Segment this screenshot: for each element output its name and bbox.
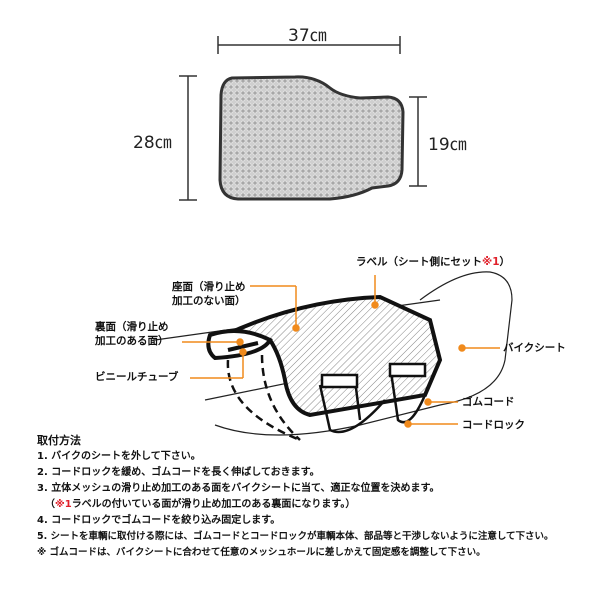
seat-cover: [217, 294, 443, 418]
note: ※ ゴムコードは、バイクシートに合わせて任意のメッシュホールに差しかえて固定感を…: [37, 547, 486, 558]
width-label: 37㎝: [288, 26, 327, 46]
instructions-title: 取付方法: [37, 434, 81, 447]
dimension-lines: [179, 36, 427, 201]
step-5: 5. シートを車輌に取付ける際には、ゴムコードとコードロックが車輌本体、部品等と…: [37, 531, 554, 542]
seat-face-callout: 座面（滑り止め加工のない面）: [172, 281, 246, 307]
leader-lines: [182, 275, 500, 428]
instructions: 取付方法 1. バイクのシートを外して下さい。 2. コードロックを緩め、ゴムコ…: [37, 433, 554, 561]
height-left-label: 28㎝: [133, 133, 172, 153]
step-1: 1. バイクのシートを外して下さい。: [37, 451, 201, 462]
label-tag-callout: ラベル（シート側にセット※1）: [356, 256, 511, 268]
mesh-pad: [218, 75, 405, 201]
height-right-label: 19㎝: [428, 135, 467, 155]
back-face-callout: 裏面（滑り止め加工のある面）: [95, 321, 169, 347]
step-3-note: （※1ラベルの付いている面が滑り止め加工のある裏面になります。）: [45, 499, 356, 510]
rubber-cord-callout: ゴムコード: [462, 396, 515, 408]
cord-lock-callout: コードロック: [462, 419, 525, 431]
step-4: 4. コードロックでゴムコードを絞り込み固定します。: [37, 515, 281, 526]
step-3: 3. 立体メッシュの滑り止め加工のある面をバイクシートに当て、適正な位置を決めま…: [37, 483, 440, 494]
step-2: 2. コードロックを緩め、ゴムコードを長く伸ばしておきます。: [37, 467, 320, 478]
bike-seat-callout: バイクシート: [503, 342, 566, 354]
vinyl-tube-callout: ビニールチューブ: [95, 371, 179, 383]
